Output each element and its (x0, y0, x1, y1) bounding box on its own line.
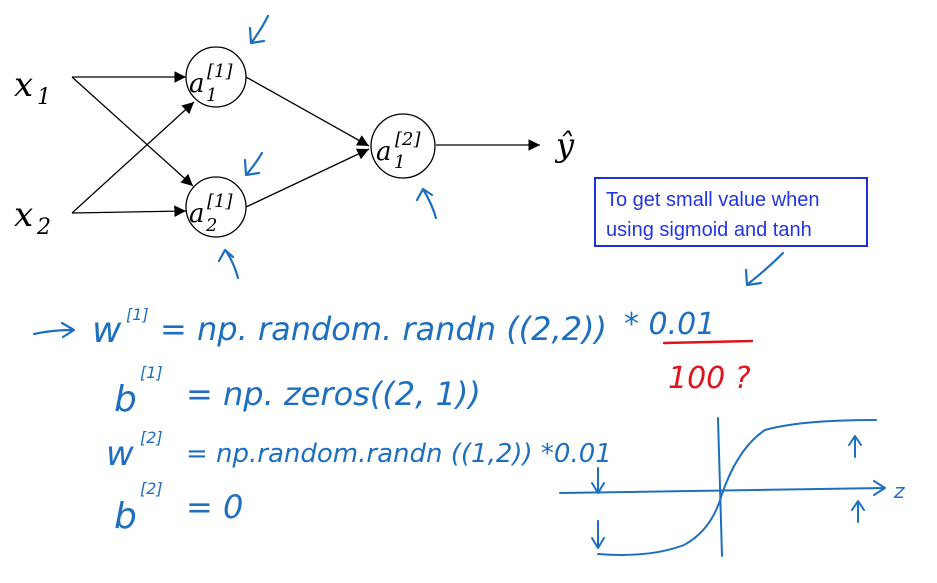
label-a12: a [1] 2 (189, 191, 233, 236)
arrow-icon (591, 520, 605, 549)
svg-text:[1]: [1] (207, 61, 233, 82)
svg-text:a: a (189, 69, 205, 99)
svg-text:[2]: [2] (395, 129, 421, 150)
scale-factor: * 0.01 (624, 307, 715, 342)
tanh-curve (597, 419, 877, 556)
arrow-icon (415, 187, 438, 220)
vertical-axis (717, 417, 723, 557)
label-a11: a [1] 1 (189, 61, 233, 106)
w2-equation: = np.random.randn ((1,2)) *0.01 (186, 439, 612, 469)
svg-text:ŷ: ŷ (554, 126, 575, 164)
network-nodes (185, 46, 436, 238)
output-yhat: ŷ (554, 126, 575, 164)
node-a21 (370, 113, 436, 179)
edge-a12-a21 (245, 148, 370, 208)
input-x2: x 2 (14, 195, 51, 240)
b1-equation: = np. zeros((2, 1)) (186, 375, 481, 413)
arrow-icon (591, 467, 605, 494)
callout-line-1: To get small value when (606, 189, 820, 211)
svg-text:x: x (14, 65, 33, 105)
callout-line-2: using sigmoid and tanh (606, 219, 812, 241)
b1-superscript: [1] (140, 363, 163, 382)
label-a21: a [2] 1 (376, 129, 421, 173)
input-x1: x 1 (14, 65, 51, 110)
svg-text:1: 1 (394, 152, 405, 173)
arrow-icon (217, 248, 240, 280)
b2-symbol: b (114, 496, 137, 537)
hand-arrows (32, 14, 785, 339)
node-a12 (185, 176, 247, 238)
svg-text:2: 2 (205, 215, 217, 236)
alt-scale: 100 ? (668, 361, 751, 396)
w2-superscript: [2] (140, 428, 163, 447)
svg-text:a: a (376, 137, 392, 167)
w2-symbol: w (106, 434, 134, 474)
red-annotation: 100 ? (662, 339, 754, 396)
arrow-icon (851, 500, 865, 523)
network-edges (71, 71, 540, 218)
activation-sketch (559, 417, 886, 557)
svg-text:x: x (14, 195, 33, 235)
svg-text:a: a (189, 199, 205, 229)
arrow-icon (32, 321, 76, 339)
edge-x1-a12 (71, 76, 194, 187)
callout-box: To get small value when using sigmoid an… (594, 177, 868, 247)
edge-x2-a12 (71, 205, 187, 218)
svg-text:2: 2 (36, 215, 51, 240)
svg-text:1: 1 (37, 85, 51, 110)
edge-x2-a11 (71, 101, 195, 214)
node-a11 (185, 46, 247, 108)
w1-equation: = np. random. randn ((2,2)) (160, 310, 607, 348)
arrow-icon (243, 151, 264, 177)
b1-symbol: b (114, 379, 137, 420)
w1-superscript: [1] (126, 305, 149, 324)
arrow-icon (848, 435, 862, 458)
arrow-icon (744, 251, 785, 287)
hand-equations: w [1] = np. random. randn ((2,2)) * 0.01… (92, 305, 715, 537)
b2-superscript: [2] (140, 479, 163, 498)
w1-symbol: w (92, 310, 122, 351)
edge-a11-a21 (245, 76, 370, 147)
svg-text:1: 1 (206, 85, 217, 106)
svg-text:[1]: [1] (207, 191, 233, 212)
b2-equation: = 0 (186, 488, 243, 526)
arrow-icon (248, 14, 270, 45)
z-axis-label: z (893, 479, 905, 503)
